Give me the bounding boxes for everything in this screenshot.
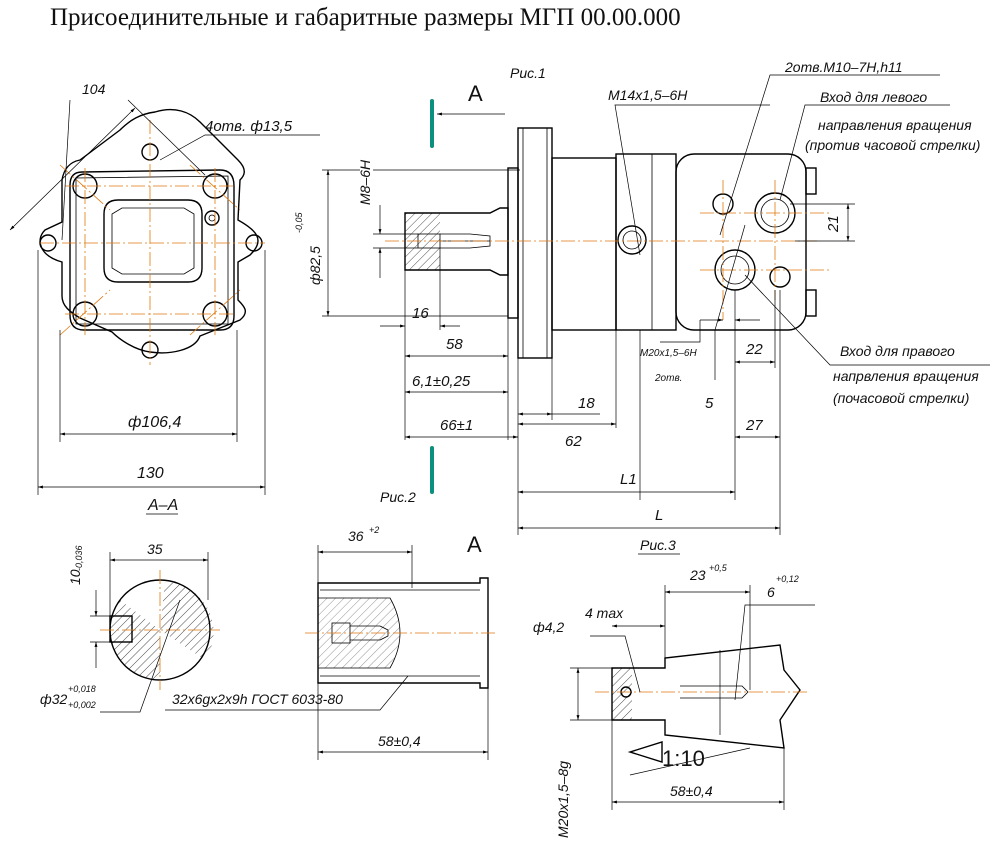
dim-58-04-b: 58±0,4 <box>670 783 713 799</box>
dim-62: 62 <box>565 433 582 450</box>
max4-label: 4 max <box>585 605 624 621</box>
pilot <box>507 167 519 319</box>
dim-5: 5 <box>705 395 714 412</box>
m8-label: М8–6Н <box>357 159 373 205</box>
d825-label: ф82,5 <box>307 246 323 285</box>
dim-36: 36 <box>348 528 364 544</box>
dim-22: 22 <box>745 341 763 358</box>
mark-a-bottom: А <box>467 532 482 557</box>
dim-l: L <box>655 507 663 524</box>
dim-6: 6 <box>767 584 775 600</box>
key-10: 10 <box>67 569 83 585</box>
dim-106: ф106,4 <box>128 414 182 431</box>
dim-21: 21 <box>825 215 842 233</box>
dim-27: 27 <box>745 417 763 434</box>
rear-cover <box>675 153 807 331</box>
dim-61: 6,1±0,25 <box>412 373 471 390</box>
taper-label: 1:10 <box>662 746 705 771</box>
fig2-label: Рис.2 <box>380 489 416 505</box>
m14-label: М14х1,5–6Н <box>608 87 688 103</box>
dim-23-tol: +0,5 <box>709 563 728 573</box>
page-title: Присоединительные и габаритные размеры М… <box>50 4 681 31</box>
drain-port <box>617 225 647 255</box>
spline-label: 32х6gх2х9h ГОСТ 6033-80 <box>172 691 343 707</box>
shaft-32-tol-up: +0,018 <box>68 684 96 694</box>
inlet-left-1: Вход для левого <box>820 89 927 105</box>
dim-6-tol: +0,12 <box>776 574 799 584</box>
d825-tol: -0,05 <box>294 211 304 233</box>
dim-36-tol: +2 <box>369 525 379 535</box>
shaft-32: ф32 <box>40 691 67 707</box>
dim-104: 104 <box>82 81 106 97</box>
housing <box>551 157 617 331</box>
key-10-tol: -0,036 <box>74 545 84 571</box>
port-window <box>103 199 203 283</box>
dim-35: 35 <box>147 541 163 557</box>
inlet-left-3: (против часовой стрелки) <box>805 137 980 153</box>
d42-label: ф4,2 <box>533 619 564 635</box>
dim-18: 18 <box>578 395 595 412</box>
key <box>109 615 133 643</box>
fig3-label: Рис.3 <box>640 537 676 553</box>
mark-a-top: А <box>468 81 483 106</box>
dim-58-04-a: 58±0,4 <box>378 733 421 749</box>
dim-58: 58 <box>446 336 463 353</box>
inlet-right-1: Вход для правого <box>840 343 955 359</box>
labels: 104 4отв. ф13,5 ф106,4 130 А–А Рис.1 А Р… <box>40 59 980 838</box>
m20-holes-label: М20х1,5–6Н <box>640 348 697 359</box>
motor-side-view <box>322 74 990 535</box>
keyed-shaft-section <box>90 552 220 713</box>
port-right-small <box>769 266 791 288</box>
holes-2-label: 2отв. <box>654 373 682 384</box>
shaft-32-tol-dn: +0,002 <box>68 700 96 710</box>
fig1-label: Рис.1 <box>510 65 546 81</box>
tapered-shaft <box>570 585 815 810</box>
dim-l1: L1 <box>620 471 637 488</box>
dim-16: 16 <box>412 305 429 322</box>
holes-2-m10-label: 2отв.М10–7Н,h11 <box>784 59 903 75</box>
inlet-right-2: напрвления вращения <box>833 368 979 384</box>
dim-23: 23 <box>689 567 706 583</box>
dim-66: 66±1 <box>440 417 473 434</box>
inlet-left-2: направления вращения <box>818 117 972 133</box>
m20-thread-label: М20х1,5–8g <box>555 761 571 838</box>
dim-130: 130 <box>137 465 164 482</box>
holes-4-label: 4отв. ф13,5 <box>205 118 293 135</box>
flange-front-view <box>9 99 320 495</box>
inlet-right-3: (почасовой стрелки) <box>833 390 969 406</box>
taper-shaft-outline <box>611 644 801 749</box>
section-aa-label: А–А <box>147 497 178 514</box>
taper-symbol <box>627 741 663 763</box>
splined-shaft <box>165 545 495 760</box>
